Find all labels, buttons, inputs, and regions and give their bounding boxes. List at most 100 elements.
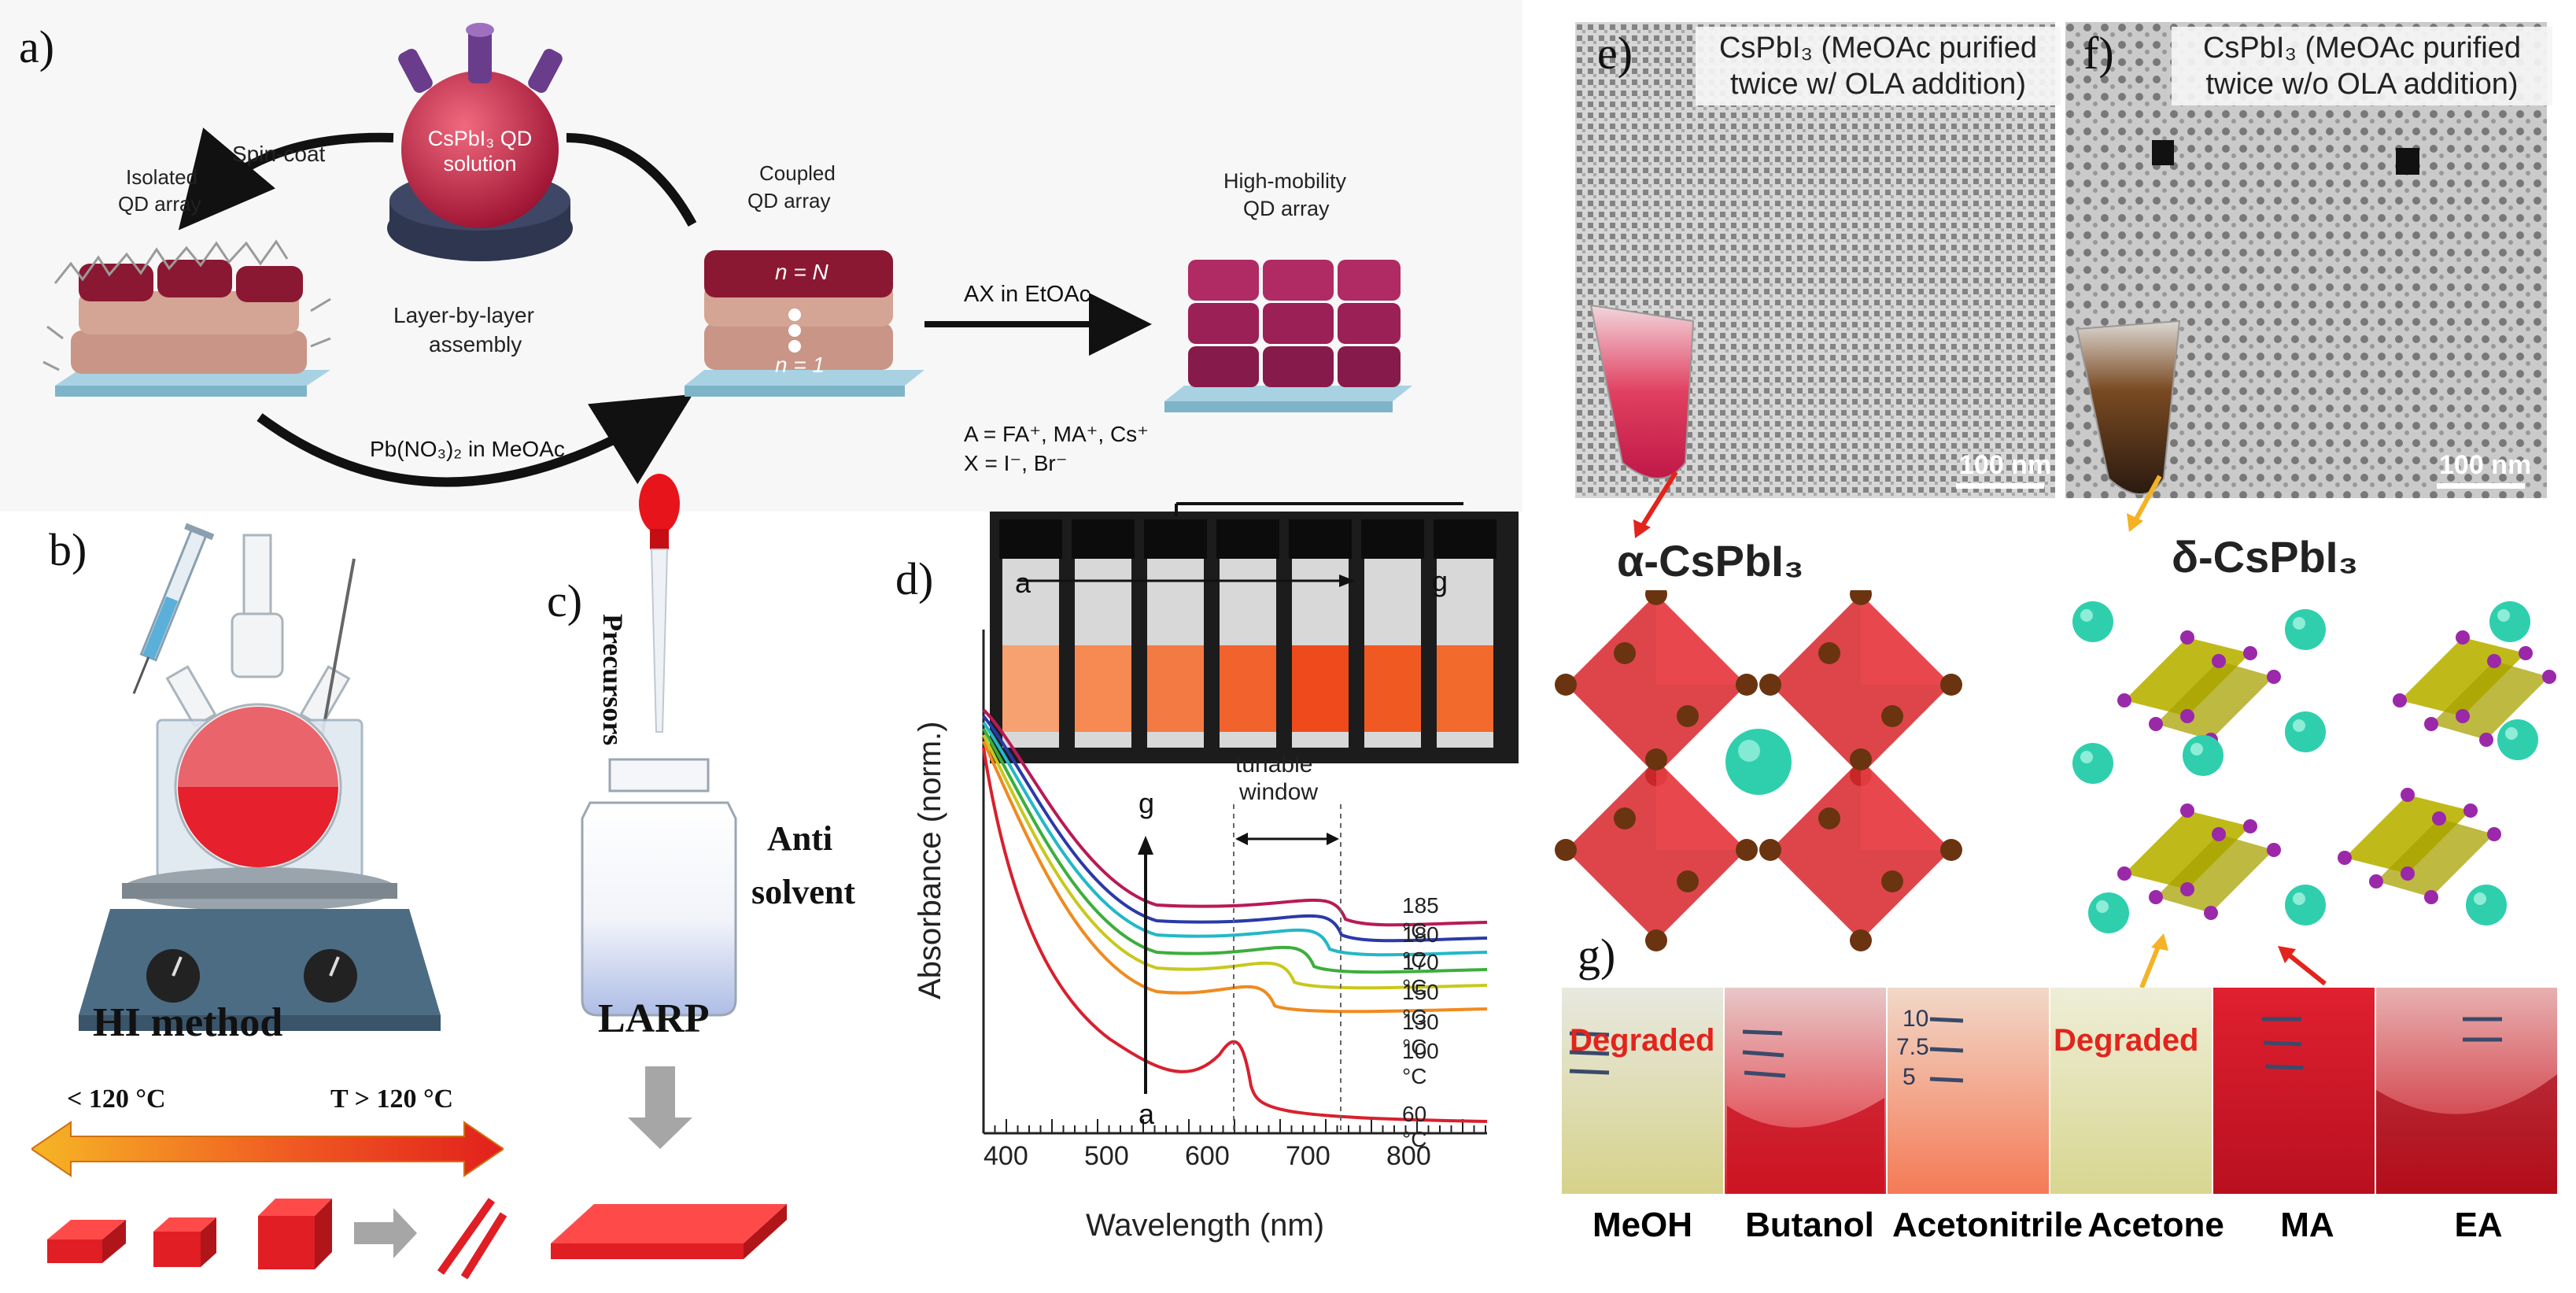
cs-atom [2285, 711, 2326, 752]
spin-coat-label: Spin-coat [232, 142, 326, 166]
cs-atom [2489, 601, 2530, 642]
panel-a-letter: a) [19, 21, 55, 72]
temperature-label: 130 °C [1402, 1010, 1439, 1059]
cs-atom [2285, 609, 2326, 650]
high-mobility-label-1: High-mobility [1223, 169, 1347, 193]
isolated-label-1: Isolated [126, 165, 198, 189]
flask-label: CsPbI₃ QD solution [427, 127, 533, 175]
ax-label: AX in EtOAc [964, 282, 1091, 307]
cs-atom [2072, 743, 2113, 784]
solvent-label-meoh: MeOH [1592, 1206, 1693, 1244]
solvent-label-butanol: Butanol [1745, 1206, 1874, 1244]
hi-method-label: HI method [93, 1000, 283, 1045]
panel-b-letter: b) [49, 524, 87, 575]
scale-label-e: 100 nm [1959, 450, 2052, 480]
a-species-label: A = FA⁺, MA⁺, Cs⁺ [964, 422, 1149, 446]
degraded-label-acetone: Degraded [2054, 1023, 2199, 1058]
pbi6-octahedron [1759, 590, 1962, 786]
pbi6-edge-sharing-chain [2393, 630, 2556, 747]
vial-start-label: a [1015, 567, 1032, 599]
solvent-label-ea: EA [2454, 1206, 2503, 1244]
x-tick-label: 800 [1386, 1141, 1431, 1171]
high-mobility-label-2: QD array [1243, 197, 1330, 220]
panel-g-letter: g) [1578, 929, 1616, 981]
sample-vial [1289, 519, 1352, 748]
x-tick-label: 700 [1286, 1141, 1330, 1171]
x-species-label: X = I⁻, Br⁻ [964, 451, 1068, 475]
solvent-vials-photo [1562, 988, 2557, 1194]
delta-cspbi3-structure-icon [2072, 601, 2556, 933]
larp-label: LARP [598, 996, 710, 1041]
absorbance-spectra-plot [982, 502, 1519, 1135]
solvent-label-acetone: Acetone [2087, 1206, 2224, 1244]
isolated-label-2: QD array [118, 192, 201, 216]
sample-vial [1072, 519, 1135, 748]
vial-end-label: g [1432, 565, 1449, 597]
tem-caption-e: CsPbI₃ (MeOAc purified twice w/ OLA addi… [1696, 27, 2061, 105]
absorbance-curve [982, 721, 1488, 957]
pbi6-octahedron [1555, 590, 1758, 786]
panel-f-letter: f) [2083, 28, 2114, 79]
x-tick-label: 400 [984, 1141, 1028, 1171]
panel-a-graphics [42, 23, 1412, 487]
scale-bar-f [2437, 483, 2525, 489]
sample-vial [1216, 519, 1279, 748]
pbi6-octahedron [1555, 748, 1758, 951]
anti-label-1: Anti [767, 819, 833, 858]
pbno3-arrow [256, 394, 693, 487]
coupled-label-2: QD array [747, 189, 831, 212]
n-top-label: n = N [775, 260, 829, 284]
cs-atom [2285, 885, 2326, 925]
coupled-qd-array-icon [685, 250, 924, 397]
pbi6-edge-sharing-chain [2117, 804, 2281, 920]
absorbance-curve [982, 741, 1488, 1014]
cs-atom [2072, 601, 2113, 642]
pbno3-label: Pb(NO₃)₂ in MeOAc [370, 437, 565, 461]
qd-flask-icon [387, 23, 573, 261]
temp-low-label: < 120 °C [67, 1084, 166, 1114]
panel-d-letter: d) [895, 553, 934, 604]
tube-mark-10: 10 [1902, 1006, 1929, 1032]
temperature-label: 100 °C [1402, 1039, 1439, 1088]
temperature-label: 60 °C [1402, 1102, 1427, 1151]
sample-vial [999, 519, 1062, 748]
tem-caption-e-line1: CsPbI₃ (MeOAc purified [1718, 31, 2038, 65]
alpha-phase-label: α-CsPbI₃ [1617, 536, 1804, 586]
wavelength-x-label: Wavelength (nm) [1086, 1208, 1325, 1243]
cs-atom [2088, 892, 2129, 933]
solvent-label-ma: MA [2280, 1206, 2334, 1244]
absorbance-curve [982, 708, 1488, 927]
nanocrystal-shapes-graphic [47, 1198, 507, 1279]
tube-mark-7-5: 7.5 [1896, 1034, 1929, 1060]
cs-atom [2497, 719, 2538, 760]
degraded-label-meoh: Degraded [1570, 1023, 1715, 1058]
temperature-label: 150 °C [1402, 980, 1439, 1029]
absorbance-curve [982, 727, 1488, 974]
n-bottom-label: n = 1 [775, 353, 825, 377]
tube-mark-5: 5 [1902, 1064, 1916, 1090]
arrow-top-label: g [1139, 787, 1155, 819]
temperature-label: 185 °C [1402, 893, 1439, 943]
pbi6-octahedron [1759, 748, 1962, 951]
panel-c-letter: c) [547, 575, 583, 626]
tem-caption-e-line2: twice w/ OLA addition) [1730, 68, 2026, 101]
larp-graphic [551, 474, 787, 1259]
temperature-label: 170 °C [1402, 950, 1439, 999]
temp-high-label: T > 120 °C [330, 1084, 454, 1114]
tem-caption-f-line1: CsPbI₃ (MeOAc purified [2202, 31, 2522, 65]
scale-bar-e [1956, 483, 2044, 489]
sample-vial [1361, 519, 1424, 748]
alpha-cspbi3-structure-icon [1555, 590, 1962, 951]
high-mobility-qd-array-icon [1164, 260, 1412, 412]
temperature-label: 180 °C [1402, 922, 1439, 972]
layer-label-2: assembly [429, 332, 522, 356]
arrow-bottom-label: a [1139, 1098, 1155, 1130]
sample-vial [1144, 519, 1207, 748]
tunable-label-2: window [1239, 779, 1319, 805]
anti-label-2: solvent [751, 873, 855, 911]
cs-atom [2466, 885, 2507, 925]
spin-coat-arrow [178, 127, 394, 231]
tem-caption-f-line2: twice w/o OLA addition) [2205, 68, 2519, 101]
cs-atom [2183, 735, 2224, 776]
